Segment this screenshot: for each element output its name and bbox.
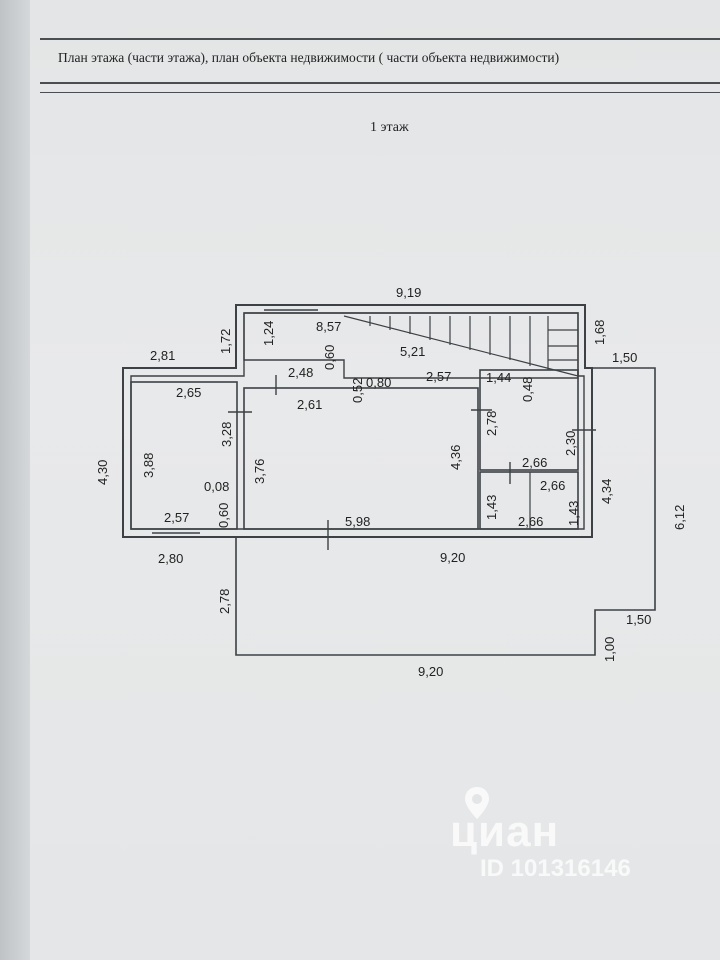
dim-outer-left-height: 4,30 xyxy=(95,460,110,485)
document-header: План этажа (части этажа), план объекта н… xyxy=(58,50,560,65)
dim-top-overall: 9,19 xyxy=(396,285,421,300)
dim-left-upper-width: 2,81 xyxy=(150,348,175,363)
dim-room-main-bottom: 5,98 xyxy=(345,514,370,529)
room-main xyxy=(243,387,479,530)
dim-stair-lower: 5,21 xyxy=(400,344,425,359)
stair-hatching xyxy=(343,315,579,377)
dim-right-upper-height: 1,68 xyxy=(592,320,607,345)
dim-room-ne-h: 2,78 xyxy=(484,411,499,436)
outer-wall xyxy=(122,304,593,538)
dim-room-e-h3: 4,34 xyxy=(599,479,614,504)
room-e xyxy=(479,471,579,530)
dim-room-left-bottom: 2,57 xyxy=(164,510,189,525)
stair-strip xyxy=(243,312,579,379)
room-ne xyxy=(479,369,579,471)
dim-room-ne-h-small: 0,48 xyxy=(520,377,535,402)
header-rule-bottom xyxy=(40,82,720,84)
dim-room-main-h3: 4,36 xyxy=(448,445,463,470)
paper-edge xyxy=(0,0,30,960)
terrace-outline xyxy=(235,367,656,656)
dim-corridor-width: 2,48 xyxy=(288,365,313,380)
dim-stair-strip-top: 8,57 xyxy=(316,319,341,334)
dim-right-offset: 1,50 xyxy=(612,350,637,365)
dim-bottom-mid-width: 9,20 xyxy=(440,550,465,565)
floor-title: 1 этаж xyxy=(370,120,409,135)
dim-terrace-right-width: 1,50 xyxy=(626,612,651,627)
header-rule-top xyxy=(40,38,720,40)
watermark-id: ID 101316146 xyxy=(480,855,631,882)
dim-room-main-right-w: 2,57 xyxy=(426,369,451,384)
dim-room-left-height: 3,88 xyxy=(141,453,156,478)
dim-stair-strip-height: 1,24 xyxy=(261,321,276,346)
dim-room-e-h2: 1,43 xyxy=(566,501,581,526)
door-marks xyxy=(152,309,596,550)
header-rule-bottom-2 xyxy=(40,92,720,93)
dim-room-main-h2: 3,76 xyxy=(252,459,267,484)
dim-room-main-width: 2,61 xyxy=(297,397,322,412)
dim-room-main-small: 0,52 xyxy=(350,378,365,403)
dim-terrace-bottom-width: 9,20 xyxy=(418,664,443,679)
inner-wall xyxy=(130,312,585,530)
dim-terrace-height: 2,78 xyxy=(217,589,232,614)
dim-room-e-w3: 2,66 xyxy=(518,514,543,529)
room-left xyxy=(130,381,238,530)
dim-room-ne-width: 1,44 xyxy=(486,370,511,385)
dim-room-main-small-w: 0,80 xyxy=(366,375,391,390)
dim-outer-right-height: 6,12 xyxy=(672,505,687,530)
dim-corridor-height: 0,60 xyxy=(322,345,337,370)
dim-wall-small: 0,08 xyxy=(204,479,229,494)
dim-room-main-h1: 3,28 xyxy=(219,422,234,447)
dim-room-ne-h2: 2,30 xyxy=(563,431,578,456)
dim-wall-small-2: 0,60 xyxy=(216,503,231,528)
dim-room-e-w2: 2,66 xyxy=(540,478,565,493)
document-page xyxy=(30,0,720,960)
dim-room-e-h1: 1,43 xyxy=(484,495,499,520)
dim-left-upper-height: 1,72 xyxy=(218,329,233,354)
watermark-logo: циан xyxy=(450,807,560,856)
dim-terrace-right-height: 1,00 xyxy=(602,637,617,662)
dim-room-left-width: 2,65 xyxy=(176,385,201,400)
dim-bottom-left-width: 2,80 xyxy=(158,551,183,566)
dim-room-e-w1: 2,66 xyxy=(522,455,547,470)
location-pin-icon xyxy=(465,787,489,819)
